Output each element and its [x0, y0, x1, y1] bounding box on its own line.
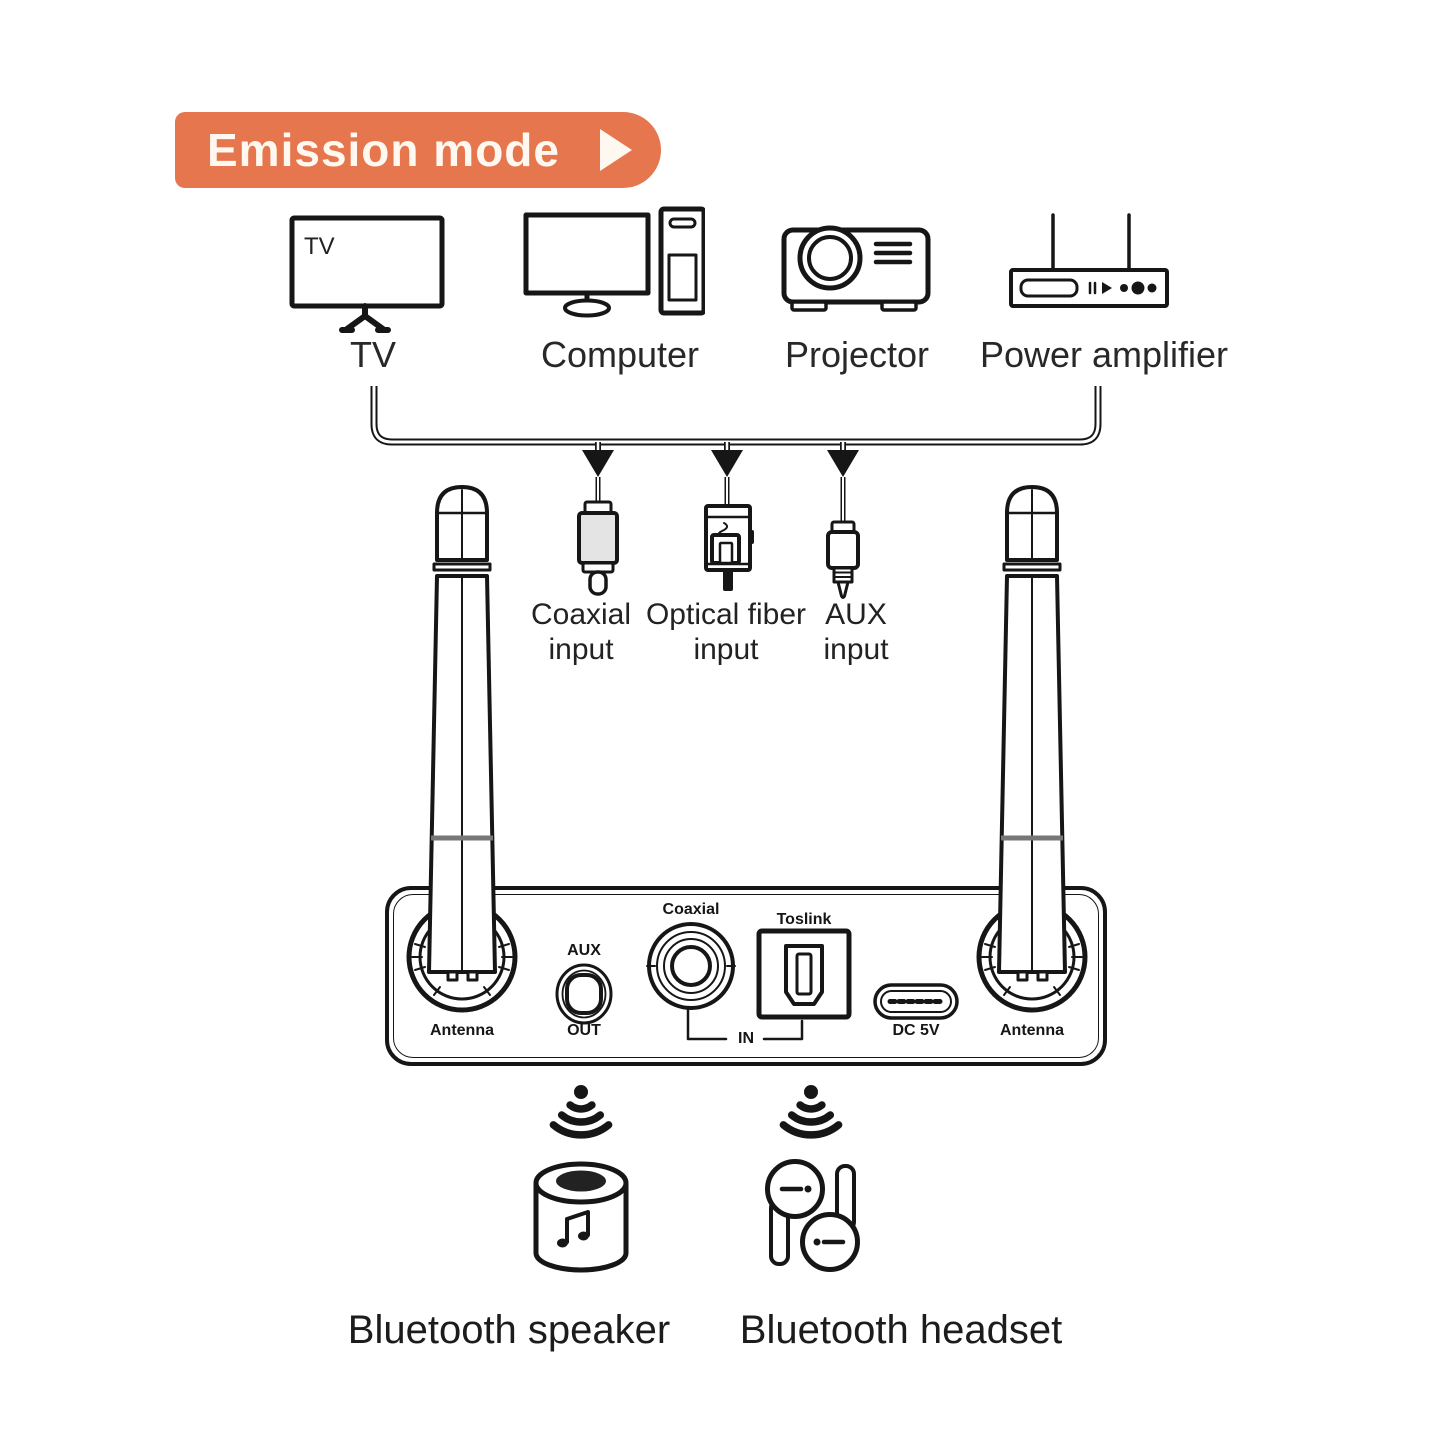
tv-icon: TV: [289, 215, 445, 333]
aux-out-connector: [555, 963, 613, 1025]
aux-label: AUX: [567, 942, 601, 959]
antenna-left-icon: [427, 485, 497, 982]
banner-title: Emission mode: [207, 124, 560, 176]
optical-fiber-input-label: Optical fiber input: [645, 598, 807, 666]
coaxial-port-label: Coaxial: [662, 901, 720, 918]
dc5v-label: DC 5V: [892, 1022, 940, 1039]
transmitter-rear-panel: [385, 886, 1107, 1066]
projector-label: Projector: [784, 334, 930, 375]
bluetooth-speaker-label: Bluetooth speaker: [347, 1308, 671, 1352]
optical-plug-icon: [704, 504, 754, 591]
usb-c-port: [873, 983, 959, 1020]
arrow-down-icon: [582, 450, 614, 477]
tv-label: TV: [349, 334, 397, 375]
in-bracket-line: [686, 1005, 804, 1041]
coaxial-connector: [646, 922, 736, 1010]
toslink-connector: [756, 928, 852, 1020]
coaxial-plug-icon: [577, 500, 619, 596]
aux-plug-icon: [826, 520, 860, 599]
connection-lines: [370, 386, 1102, 524]
amplifier-label: Power amplifier: [979, 334, 1229, 375]
arrow-down-icon: [711, 450, 743, 477]
bluetooth-speaker-icon: [533, 1161, 629, 1273]
projector-icon: [781, 225, 931, 312]
wireless-signal-icon: [779, 1085, 843, 1139]
in-label: IN: [738, 1030, 754, 1047]
emission-mode-banner: Emission mode: [175, 112, 661, 188]
antenna-left-label: Antenna: [430, 1022, 494, 1039]
tv-screen-label: TV: [304, 233, 335, 260]
arrow-down-icon: [827, 450, 859, 477]
antenna-right-icon: [997, 485, 1067, 982]
panel-inner-border: [393, 894, 1099, 1058]
bluetooth-headset-label: Bluetooth headset: [739, 1308, 1063, 1352]
aux-out-label: OUT: [567, 1022, 601, 1039]
amplifier-icon: [1009, 213, 1169, 308]
coaxial-input-label: Coaxial input: [530, 598, 632, 666]
play-triangle-icon: [600, 129, 632, 171]
wireless-signal-icon: [549, 1085, 613, 1139]
bluetooth-headset-icon: [765, 1159, 860, 1272]
computer-icon: [523, 206, 705, 318]
toslink-port-label: Toslink: [776, 911, 832, 928]
computer-label: Computer: [540, 334, 700, 375]
aux-input-label: AUX input: [823, 598, 889, 666]
antenna-right-label: Antenna: [1000, 1022, 1064, 1039]
